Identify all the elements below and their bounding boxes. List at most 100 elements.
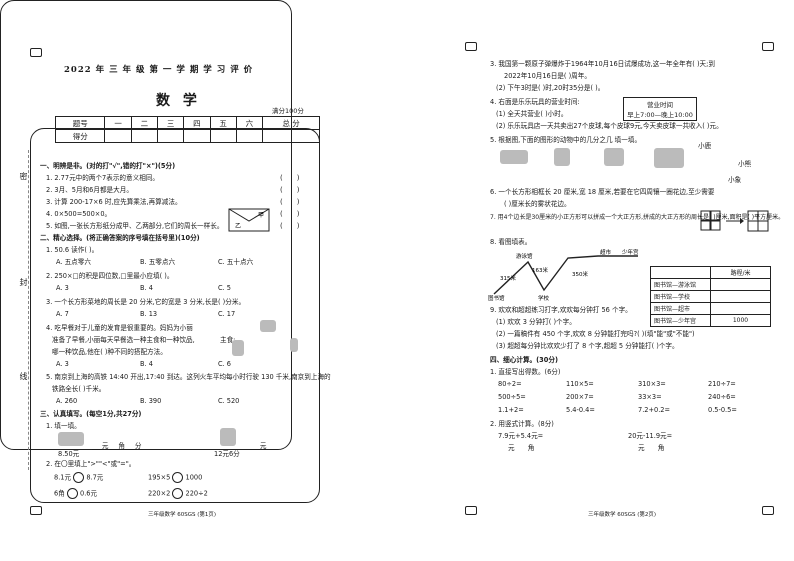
compare-item: 6角 0.6元 [54,488,97,499]
r-q7-line: ( )厘米长的雾状花边。 [504,200,571,208]
registration-mark [762,506,774,515]
route-header [650,266,711,279]
answer-paren[interactable]: ( ) [280,198,300,206]
business-hours-box: 营业时间 早上7:00—晚上10:00 [623,97,697,121]
unit-label: 元 角 [638,444,665,452]
option: A. 五点零六 [56,258,91,266]
compare-right: 8.7元 [86,473,104,482]
s2-q4-line: 4. 吃早餐对于儿童的发育是很重要的。妈妈为小丽 [46,324,193,332]
section-4-title: 四、细心计算。(30分) [490,356,558,364]
route-value[interactable] [710,302,771,315]
r-q10b: (2) 一篇稿件有 450 个字,欢欢 8 分钟能打完吗?( )(填"能"或"不… [496,330,695,338]
vertical-calc: 7.9元+5.4元= [498,432,544,440]
vertical-calc: 20元-11.9元= [628,432,673,440]
juice-icon [290,338,298,352]
page-footer: 三年级数学 60SGS (第1页) [148,512,217,518]
section-3-title: 三、认真填写。(每空1分,共27分) [40,410,142,418]
s2-q3: 3. 一个长方形菜地的周长是 20 分米,它的宽是 3 分米,长是( )分米。 [46,298,246,306]
option: C. 17 [218,310,236,318]
s2-q5-line: 铁路全长( )千米。 [52,385,106,393]
option: A. 7 [56,310,69,318]
map-distance: 163米 [532,266,548,274]
envelope-figure: 乙 甲 [228,208,270,232]
r-q4: (2) 下午3时是( )时,20时35分是( )。 [496,84,605,92]
bear-icon [554,148,570,166]
s2-q2: 2. 250×□的积是四位数,□里最小应填( )。 [46,272,174,280]
r-q5a: (1) 全天共营业( )小时。 [496,110,568,118]
option: A. 260 [56,397,78,405]
r-q3-line: 2022年10月16日是( )周年。 [504,72,591,80]
option: B. 4 [140,360,153,368]
compare-left: 8.1元 [54,473,72,482]
s1-q1: 1. 2.77元中的两个7表示的意义相同。 [46,174,159,182]
map-label: 超市 [600,248,612,256]
route-value[interactable] [710,290,771,303]
s2-q5-line: 5. 南京到上海的高铁 14:40 开出,17:40 到达。这列火车平均每小时行… [46,373,331,381]
animal-label: 小象 [728,176,742,184]
option: A. 3 [56,284,69,292]
s3-q2: 2. 在〇里填上">""<"或"="。 [46,460,136,468]
right-question-frame [0,0,292,450]
score-cell[interactable] [235,129,264,143]
answer-paren[interactable]: ( ) [280,210,300,218]
s2-q4-line: 准备了早餐,小丽每天早餐选一种主食和一种饮品, [52,336,195,344]
calc-item: 210÷7= [708,380,736,388]
route-value[interactable] [710,278,771,291]
compare-circle[interactable] [172,472,184,483]
option: B. 4 [140,284,153,292]
compare-circle[interactable] [172,488,184,499]
side-label: 封 [19,278,28,286]
map-distance: 350米 [572,270,588,278]
calc-item: 200×7= [566,393,594,401]
section-1-title: 一、明辨是非。(对的打"√",错的打"×")(5分) [40,162,176,170]
route-label: 图书馆—学校 [650,290,711,303]
hours-title: 营业时间 [647,101,673,109]
registration-mark [762,42,774,51]
r-q6: 5. 根据图,下面的图形的动物中的几分之几 填一填。 [490,136,642,144]
map-label: 学校 [538,294,550,302]
s2-q4-line: 哪一种饮品,他在( )种不同的搭配方法。 [52,348,167,356]
fill-blank[interactable]: ___元___角___分 [92,442,142,450]
fill-blank[interactable]: ___元 [250,442,267,450]
answer-paren[interactable]: ( ) [280,174,300,182]
compare-circle[interactable] [66,488,78,499]
registration-mark [465,506,477,515]
compare-circle[interactable] [73,472,85,483]
calc-item: 240÷6= [708,393,736,401]
stapler-icon [58,432,84,446]
animal-label: 小鹿 [698,142,712,150]
option: A. 3 [56,360,69,368]
calc-item: 310×3= [638,380,666,388]
envelope-label: 乙 [235,223,241,230]
price-tag: 12元6分 [214,450,240,458]
route-map: 游泳馆 超市 少年宫 图书馆 学校 315米 163米 350米 [488,248,639,302]
calc-item: 80÷2= [498,380,522,388]
answer-paren[interactable]: ( ) [280,186,300,194]
section-2-title: 二、精心选择。(将正确答案的序号填在括号里)(10分) [40,234,200,242]
option: C. 五十点六 [218,258,254,266]
side-label: 线 [19,372,28,380]
compare-left: 6角 [54,489,65,498]
answer-paren[interactable]: ( ) [280,222,300,230]
book-icon [220,428,236,446]
map-label: 图书馆 [488,294,505,302]
compare-right: 1000 [185,473,203,482]
calc-item: 1.1+2= [498,406,524,414]
r-q8: 7. 用4个边长是30厘米的小正方形可以拼成一个大正方形,拼成的大正方形的周长是… [490,214,785,221]
r-q5-title: 4. 右面是乐乐玩具的营业时间: [490,98,580,106]
r-q5b: (2) 乐乐玩具店一天共卖出27个皮球,每个皮球9元,今天卖皮球一共收入( )元… [496,122,723,130]
price-tag: 8.50元 [58,450,80,458]
milk-icon [232,340,244,356]
option: B. 390 [140,397,162,405]
option: B. 五零点六 [140,258,176,266]
fish-icon [500,150,528,164]
route-value[interactable]: 1000 [710,314,771,327]
s1-q4: 4. 0×500=500×0。 [46,210,112,218]
elephant-group-icon [654,148,684,168]
option: C. 6 [218,360,231,368]
page-footer: 三年级数学 60SGS (第2页) [588,512,657,518]
r-q10a: (1) 欢欢 3 分钟打( )个字。 [496,318,576,326]
route-label: 图书馆—少年宫 [650,314,711,327]
option: B. 13 [140,310,158,318]
bread-icon [260,320,276,332]
